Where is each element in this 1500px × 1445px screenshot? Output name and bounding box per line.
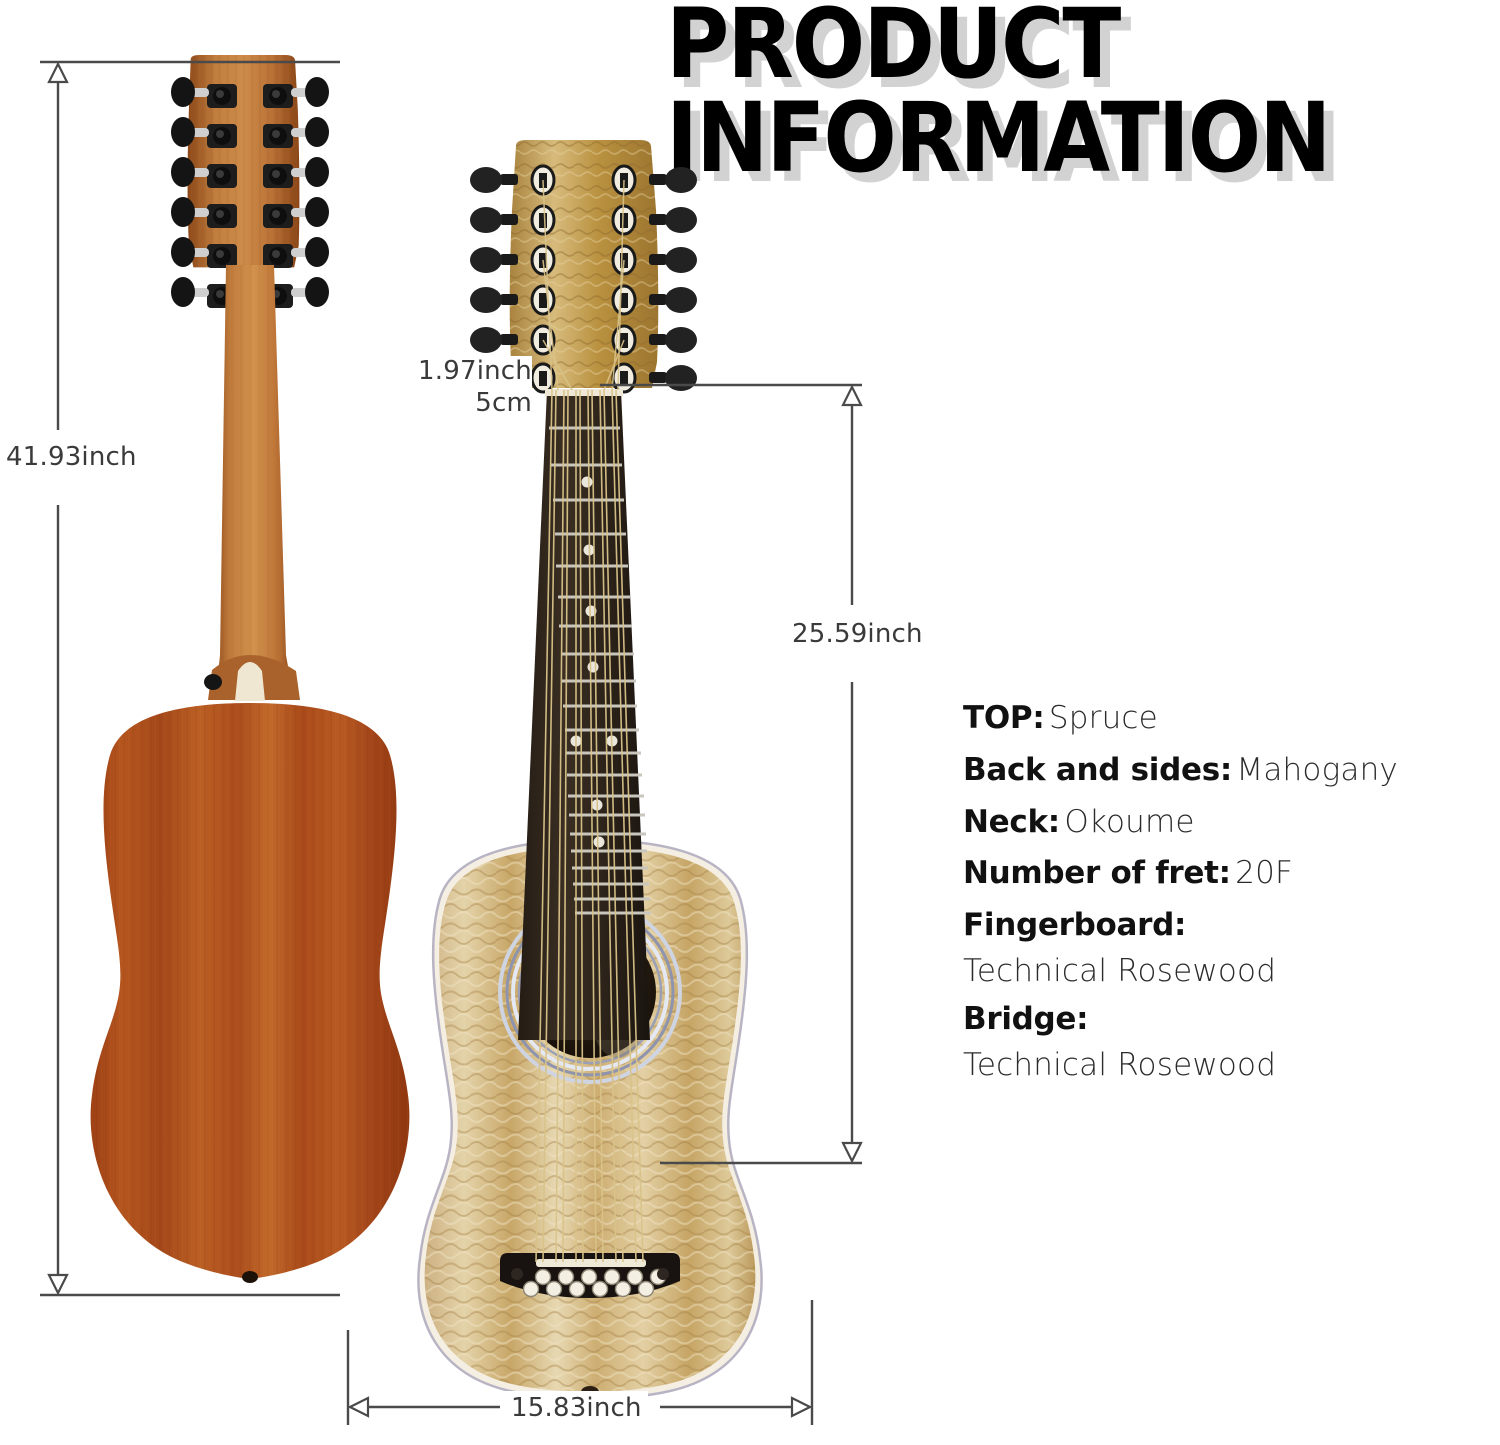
saddle bbox=[536, 1259, 646, 1267]
arrowhead-down-right bbox=[841, 1141, 863, 1164]
strings bbox=[535, 389, 644, 1263]
spec-label-neck: Neck: bbox=[963, 803, 1060, 840]
dimension-total-length: 41.93inch bbox=[0, 440, 143, 474]
spec-row-top: TOP: Spruce bbox=[963, 700, 1483, 738]
nut-width-cm: 5cm bbox=[475, 387, 532, 418]
end-pin bbox=[242, 1271, 258, 1283]
nut bbox=[545, 389, 623, 396]
dimension-scale-length: 25.59inch bbox=[786, 617, 929, 651]
specs-list: TOP: Spruce Back and sides: Mahogany Nec… bbox=[963, 700, 1483, 1095]
neck-back bbox=[204, 265, 300, 701]
fretboard bbox=[518, 179, 651, 1263]
dimension-body-width: 15.83inch bbox=[505, 1391, 648, 1425]
spec-row-bridge: Bridge: Technical Rosewood bbox=[963, 1001, 1483, 1085]
guitar-body-back bbox=[90, 703, 410, 1283]
spec-row-neck: Neck: Okoume bbox=[963, 804, 1483, 842]
arrowhead-up-right bbox=[841, 384, 863, 407]
title-line1: PRODUCT bbox=[666, 0, 1121, 100]
title-line1-shadow: PRODUCT bbox=[676, 0, 1131, 110]
spec-value-neck: Okoume bbox=[1064, 803, 1195, 840]
spec-value-bridge: Technical Rosewood bbox=[963, 1046, 1277, 1083]
headstock-front bbox=[470, 140, 697, 394]
nut-width-inch: 1.97inch bbox=[418, 356, 532, 386]
spec-label-back-and-sides: Back and sides: bbox=[963, 751, 1232, 788]
headstock-back bbox=[171, 55, 329, 308]
page-title: PRODUCT PRODUCT INFORMATION INFORMATION bbox=[660, 0, 1500, 196]
spec-row-back-and-sides: Back and sides: Mahogany bbox=[963, 752, 1483, 790]
spec-label-top: TOP: bbox=[963, 700, 1045, 736]
spec-label-fingerboard: Fingerboard: bbox=[963, 907, 1187, 944]
guitar-front-view bbox=[417, 140, 763, 1401]
spec-row-number-of-fret: Number of fret: 20F bbox=[963, 855, 1483, 893]
spec-value-fingerboard: Technical Rosewood bbox=[963, 953, 1277, 990]
title-line2: INFORMATION bbox=[666, 82, 1331, 194]
spec-value-top: Spruce bbox=[1048, 700, 1158, 736]
spec-label-number-of-fret: Number of fret: bbox=[963, 855, 1231, 892]
title-line2-shadow: INFORMATION bbox=[676, 92, 1341, 204]
guitar-back-view bbox=[90, 55, 410, 1283]
strap-button bbox=[204, 674, 222, 690]
dimension-nut-width: 1.97inch 5cm bbox=[418, 356, 532, 420]
spec-row-fingerboard: Fingerboard: Technical Rosewood bbox=[963, 907, 1483, 991]
spec-value-number-of-fret: 20F bbox=[1235, 855, 1294, 892]
bridge bbox=[500, 1253, 680, 1298]
spec-label-bridge: Bridge: bbox=[963, 1000, 1089, 1037]
spec-value-back-and-sides: Mahogany bbox=[1236, 751, 1398, 788]
